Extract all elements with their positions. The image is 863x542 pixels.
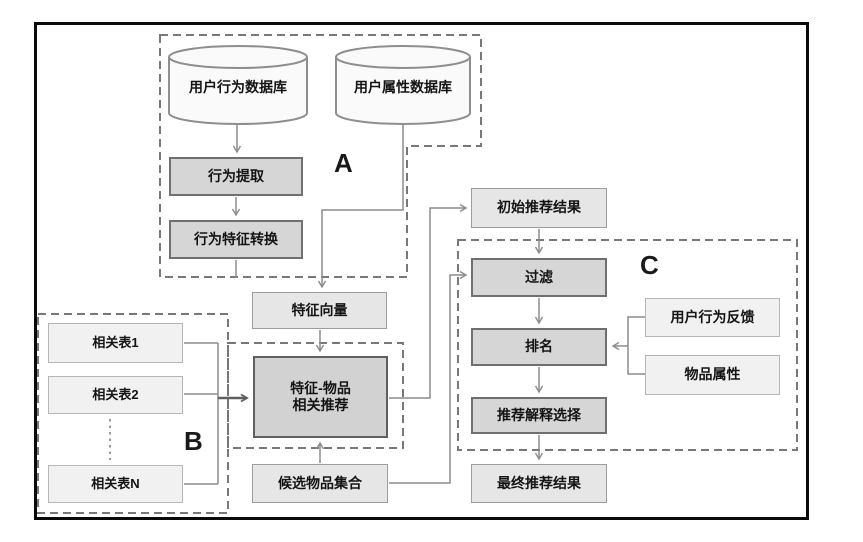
conn-attributedb-to-featurevector [317, 125, 404, 289]
node-behavior-feature-conversion: 行为特征转换 [169, 220, 303, 259]
group-outlines [37, 34, 798, 514]
group-c-outline [457, 239, 798, 451]
node-initial-recommendation-results: 初始推荐结果 [471, 188, 607, 228]
group-b-outline [37, 313, 229, 514]
node-user-attribute-db: 用户属性数据库 [354, 79, 452, 96]
feature-item-group-outline [227, 342, 404, 449]
user-behavior-db-cylinder [168, 45, 308, 125]
node-item-attributes: 物品属性 [645, 355, 780, 395]
node-candidate-item-set: 候选物品集合 [252, 464, 388, 503]
node-feature-item-recommendation: 特征-物品 相关推荐 [253, 356, 388, 438]
conn-feedback-attr-merge [627, 316, 645, 375]
node-recommendation-explanation-selection: 推荐解释选择 [471, 397, 607, 434]
node-user-behavior-db: 用户行为数据库 [189, 79, 287, 96]
node-behavior-extraction: 行为提取 [169, 157, 303, 196]
node-user-behavior-feedback: 用户行为反馈 [645, 298, 780, 337]
group-a-label: A [334, 148, 353, 178]
node-feature-vector: 特征向量 [252, 292, 387, 329]
node-related-table-1: 相关表1 [48, 323, 183, 363]
node-ranking: 排名 [471, 328, 607, 366]
database-cylinders [168, 45, 471, 125]
node-related-table-2: 相关表2 [48, 376, 183, 414]
group-a-outline [159, 34, 482, 278]
group-c-label: C [640, 250, 659, 280]
user-attribute-db-cylinder [335, 45, 471, 125]
node-final-recommendation-results: 最终推荐结果 [471, 464, 607, 503]
node-related-table-n: 相关表N [48, 465, 183, 503]
connectors [184, 125, 645, 485]
conn-candidate-to-filter [389, 270, 468, 484]
group-b-label: B [184, 426, 203, 456]
conn-featureitem-to-initial [389, 203, 468, 399]
node-filter: 过滤 [471, 258, 607, 297]
